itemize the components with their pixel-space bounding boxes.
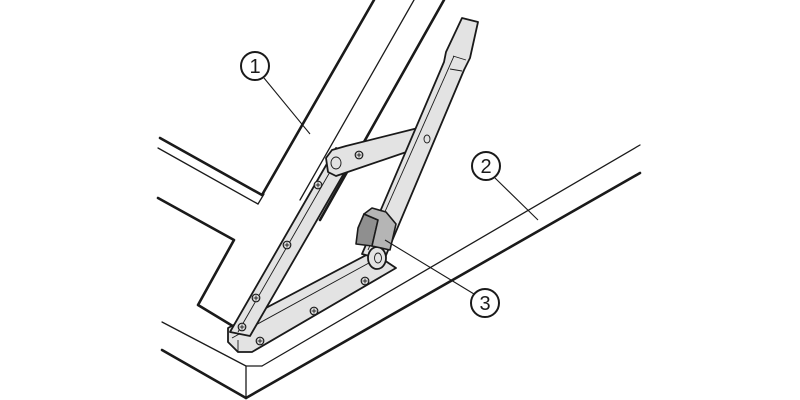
callout-label: 3 <box>479 293 490 315</box>
callout-1: 1 <box>240 51 270 81</box>
screw-icon <box>313 180 323 190</box>
sash-lower-outline <box>156 196 238 330</box>
leader-line-2 <box>494 177 539 221</box>
screw-icon <box>237 322 247 332</box>
window-sash <box>156 0 446 330</box>
callout-label: 1 <box>249 56 260 78</box>
screw-icon <box>282 240 292 250</box>
callout-circle <box>471 151 501 181</box>
screw-icon <box>360 276 370 286</box>
rod-notch-2 <box>449 68 463 72</box>
screw-icon <box>309 306 319 316</box>
pivot-lug-hole <box>374 252 382 264</box>
window-frame <box>160 144 642 400</box>
stay-block <box>355 207 397 251</box>
sash-corner-edge <box>257 193 265 205</box>
callout-3: 3 <box>470 288 500 318</box>
link-pivot-hole <box>330 156 342 170</box>
callout-circle <box>470 288 500 318</box>
leader-line-3 <box>384 239 475 295</box>
callout-label: 2 <box>480 156 491 178</box>
rod-arm-body <box>361 17 479 261</box>
frame-bottom-left-edge <box>160 348 248 400</box>
callout-2: 2 <box>471 151 501 181</box>
block-front-face <box>363 207 397 251</box>
callout-circle <box>240 51 270 81</box>
pivot-lug <box>367 246 387 270</box>
sash-inner-edge-thin <box>157 147 259 205</box>
screw-icon <box>354 150 364 160</box>
stay-pivot-lug <box>367 246 387 270</box>
sash-glass-line <box>299 0 415 201</box>
sash-right-edge <box>318 0 446 222</box>
leader-lines <box>263 77 539 295</box>
screw-icon <box>255 336 265 346</box>
screws <box>237 150 370 346</box>
rod-notch-1 <box>452 55 467 61</box>
rod-hole <box>423 134 431 144</box>
frame-top-inner-edge <box>261 144 641 367</box>
sash-outer-edge <box>158 0 376 197</box>
screw-icon <box>251 293 261 303</box>
leader-line-1 <box>263 77 311 135</box>
frame-top-outer-edge <box>244 171 642 400</box>
